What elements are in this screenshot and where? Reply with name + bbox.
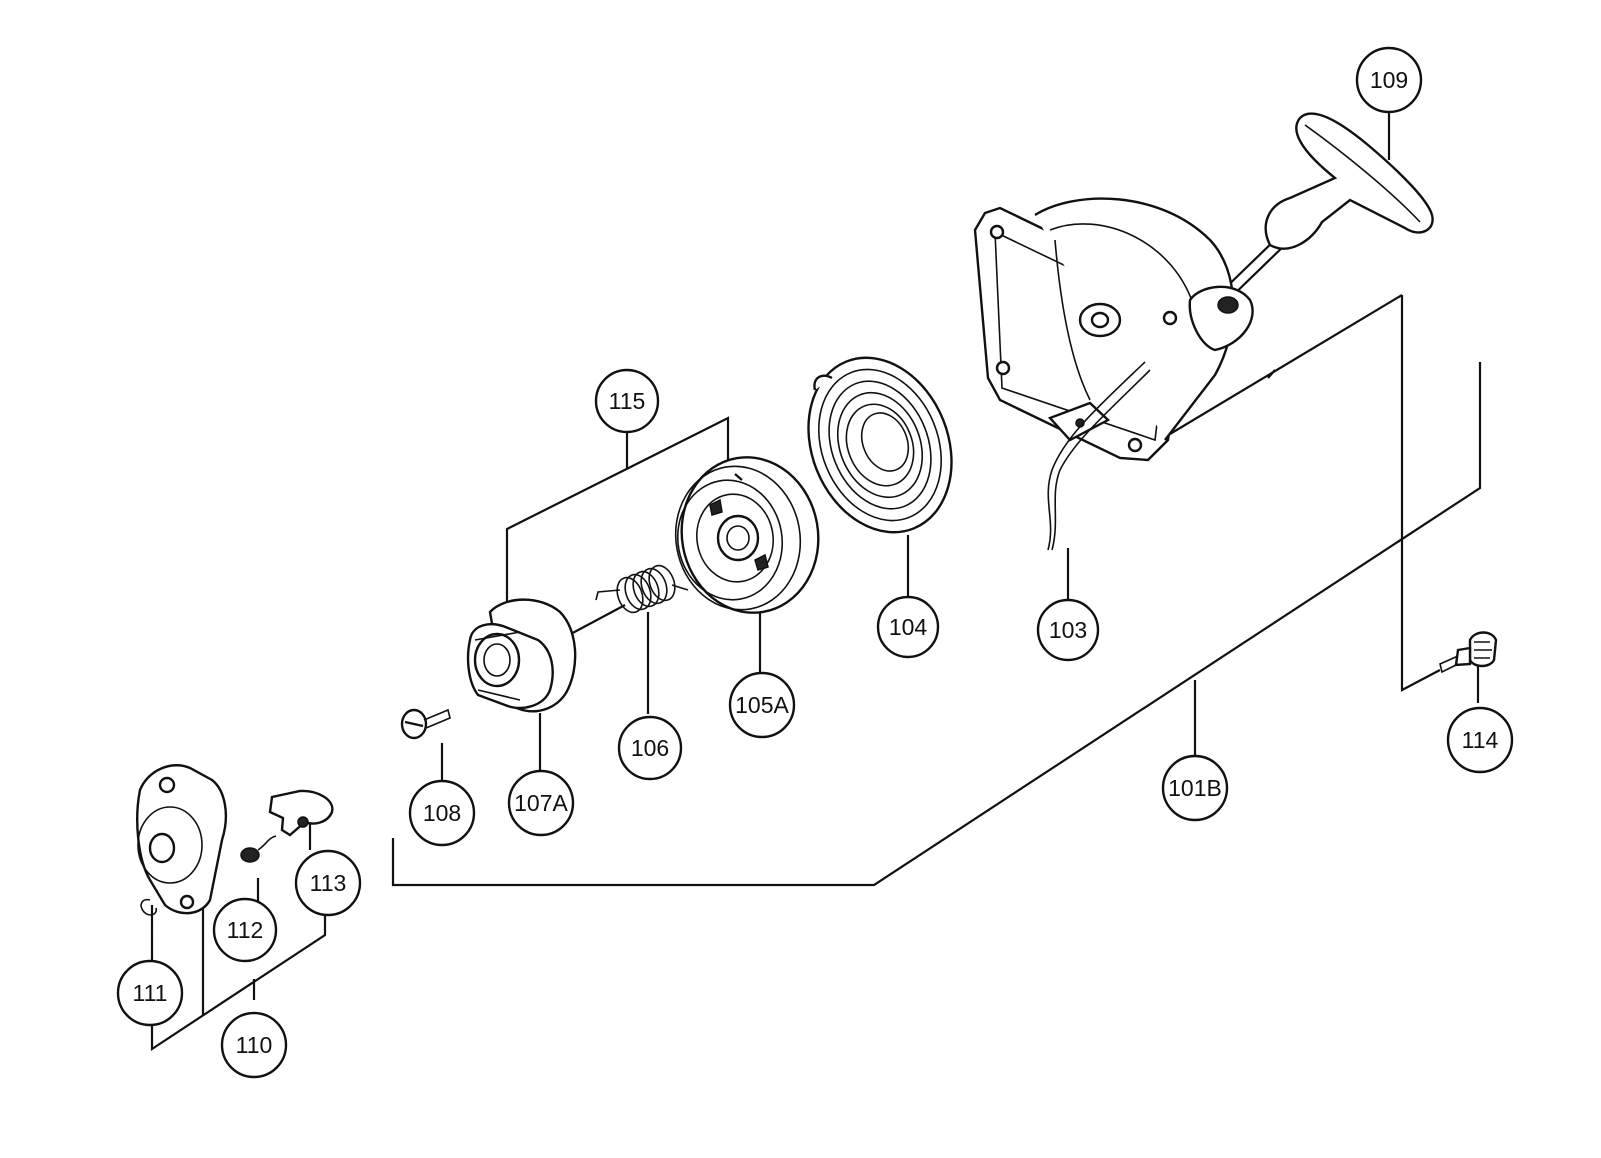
- torsion-spring-illustration: [595, 564, 689, 614]
- callout-label: 114: [1462, 727, 1499, 753]
- callout-109: 109: [1355, 46, 1423, 114]
- callout-112: 112: [212, 897, 278, 963]
- screw-108-illustration: [400, 708, 451, 740]
- callout-label: 103: [1049, 617, 1087, 643]
- starter-handle-illustration: [1214, 112, 1434, 304]
- callout-label: 105A: [735, 692, 789, 718]
- rope-reel-illustration: [674, 456, 820, 614]
- callout-111: 111: [116, 959, 184, 1027]
- callout-103: 103: [1036, 598, 1100, 662]
- callout-label: 109: [1370, 67, 1408, 93]
- callout-label: 110: [236, 1032, 273, 1058]
- recoil-spring-illustration: [807, 356, 953, 534]
- callout-104: 104: [876, 595, 940, 659]
- callout-label: 101B: [1168, 775, 1222, 801]
- callout-107A: 107A: [507, 769, 575, 837]
- callout-label: 107A: [514, 790, 568, 816]
- callout-label: 113: [310, 870, 347, 896]
- callout-label: 106: [631, 735, 669, 761]
- callout-106: 106: [617, 715, 683, 781]
- callout-label: 112: [227, 917, 264, 943]
- callout-115: 115: [594, 368, 660, 434]
- starter-case-illustration: [973, 197, 1254, 551]
- callout-108: 108: [408, 779, 476, 847]
- callout-114: 114: [1446, 706, 1514, 774]
- callout-label: 104: [889, 614, 928, 640]
- callout-label: 111: [133, 980, 168, 1006]
- leader-lines: [150, 113, 1482, 1052]
- small-spring-illustration: [240, 835, 277, 863]
- cover-plate-illustration: [136, 764, 228, 916]
- callout-110: 110: [220, 1011, 288, 1079]
- ratchet-drum-illustration: [466, 598, 577, 713]
- callout-101B: 101B: [1161, 754, 1229, 822]
- bolt-114-illustration: [1439, 631, 1498, 674]
- callout-105A: 105A: [728, 671, 796, 739]
- callout-113: 113: [294, 849, 362, 917]
- callout-label: 115: [609, 388, 646, 414]
- pawl-illustration: [268, 789, 334, 837]
- callout-label: 108: [423, 800, 461, 826]
